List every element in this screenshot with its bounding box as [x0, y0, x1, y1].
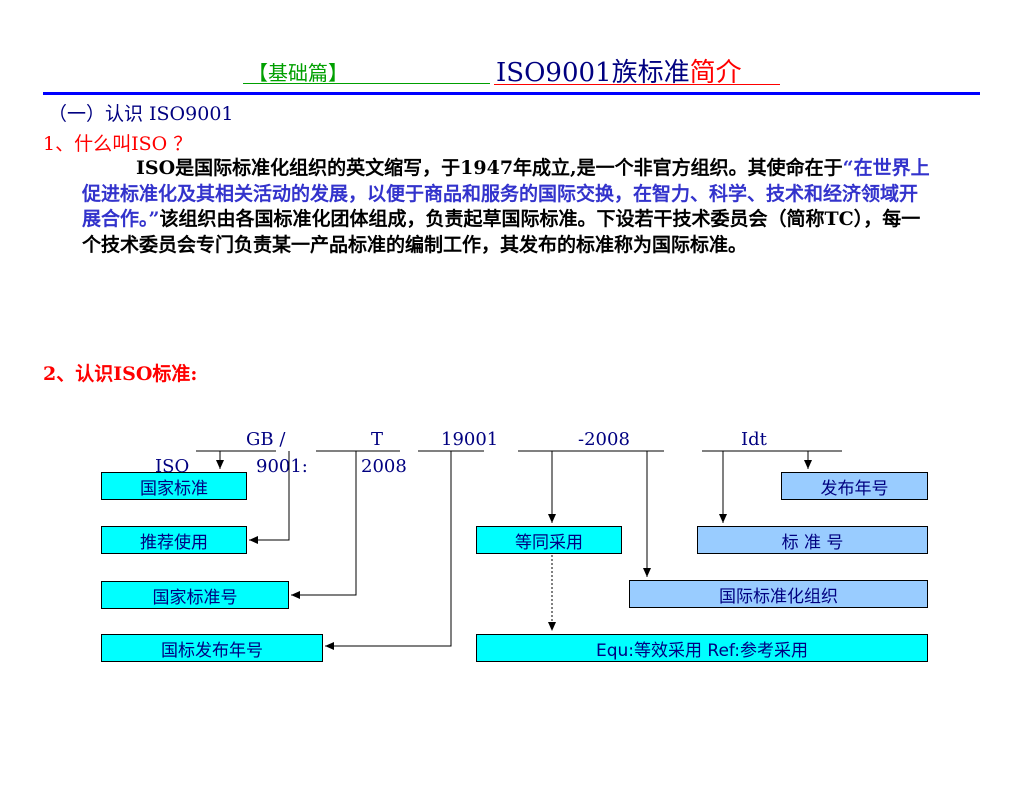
box-publish-year: 发布年号	[781, 472, 928, 500]
code-number: 19001	[441, 429, 499, 450]
code-year: -2008	[578, 429, 630, 450]
iso-number: 9001:	[256, 456, 308, 477]
iso-year: 2008	[361, 456, 407, 477]
box-standard-number: 标 准 号	[697, 526, 928, 554]
box-equ-ref-adoption: Equ:等效采用 Ref:参考采用	[476, 634, 928, 662]
tag-underline	[243, 83, 490, 84]
box-intl-publish-year: 国标发布年号	[101, 634, 323, 662]
header-rule	[43, 92, 980, 95]
para-rest: 该组织由各国标准化团体组成，负责起草国际标准。下设若干技术委员会（简称TC），每…	[82, 208, 921, 256]
code-gb: GB /	[246, 429, 286, 450]
question-1: 1、什么叫ISO ？	[43, 133, 193, 155]
box-iso-organization: 国际标准化组织	[629, 580, 928, 608]
page-title: ISO9001族标准简介	[496, 52, 742, 89]
title-accent: 简介	[689, 58, 742, 88]
section-tag: 【基础篇】	[248, 61, 348, 85]
box-national-standard: 国家标准	[101, 472, 247, 500]
box-recommended-use: 推荐使用	[101, 526, 247, 554]
title-underline	[494, 84, 780, 85]
iso-description: ISO是国际标准化组织的英文缩写，于1947年成立,是一个非官方组织。其使命在于…	[82, 156, 930, 258]
section-heading: （一）认识 ISO9001	[48, 103, 234, 125]
para-intro: ISO是国际标准化组织的英文缩写，于1947年成立,是一个非官方组织。其使命在于	[136, 157, 843, 179]
code-t: T	[371, 429, 384, 450]
para-quote: “在世界上促进标准化及其相关活动的发展，以便于商品和服务的国际交换，在智力、科学…	[82, 157, 930, 230]
box-national-standard-number: 国家标准号	[101, 581, 289, 609]
iso-prefix: ISO	[155, 456, 190, 477]
box-identical-adoption: 等同采用	[476, 526, 622, 554]
question-2: 2、认识ISO标准:	[43, 363, 198, 385]
title-main: ISO9001族标准	[496, 58, 690, 88]
code-idt: Idt	[741, 429, 767, 450]
